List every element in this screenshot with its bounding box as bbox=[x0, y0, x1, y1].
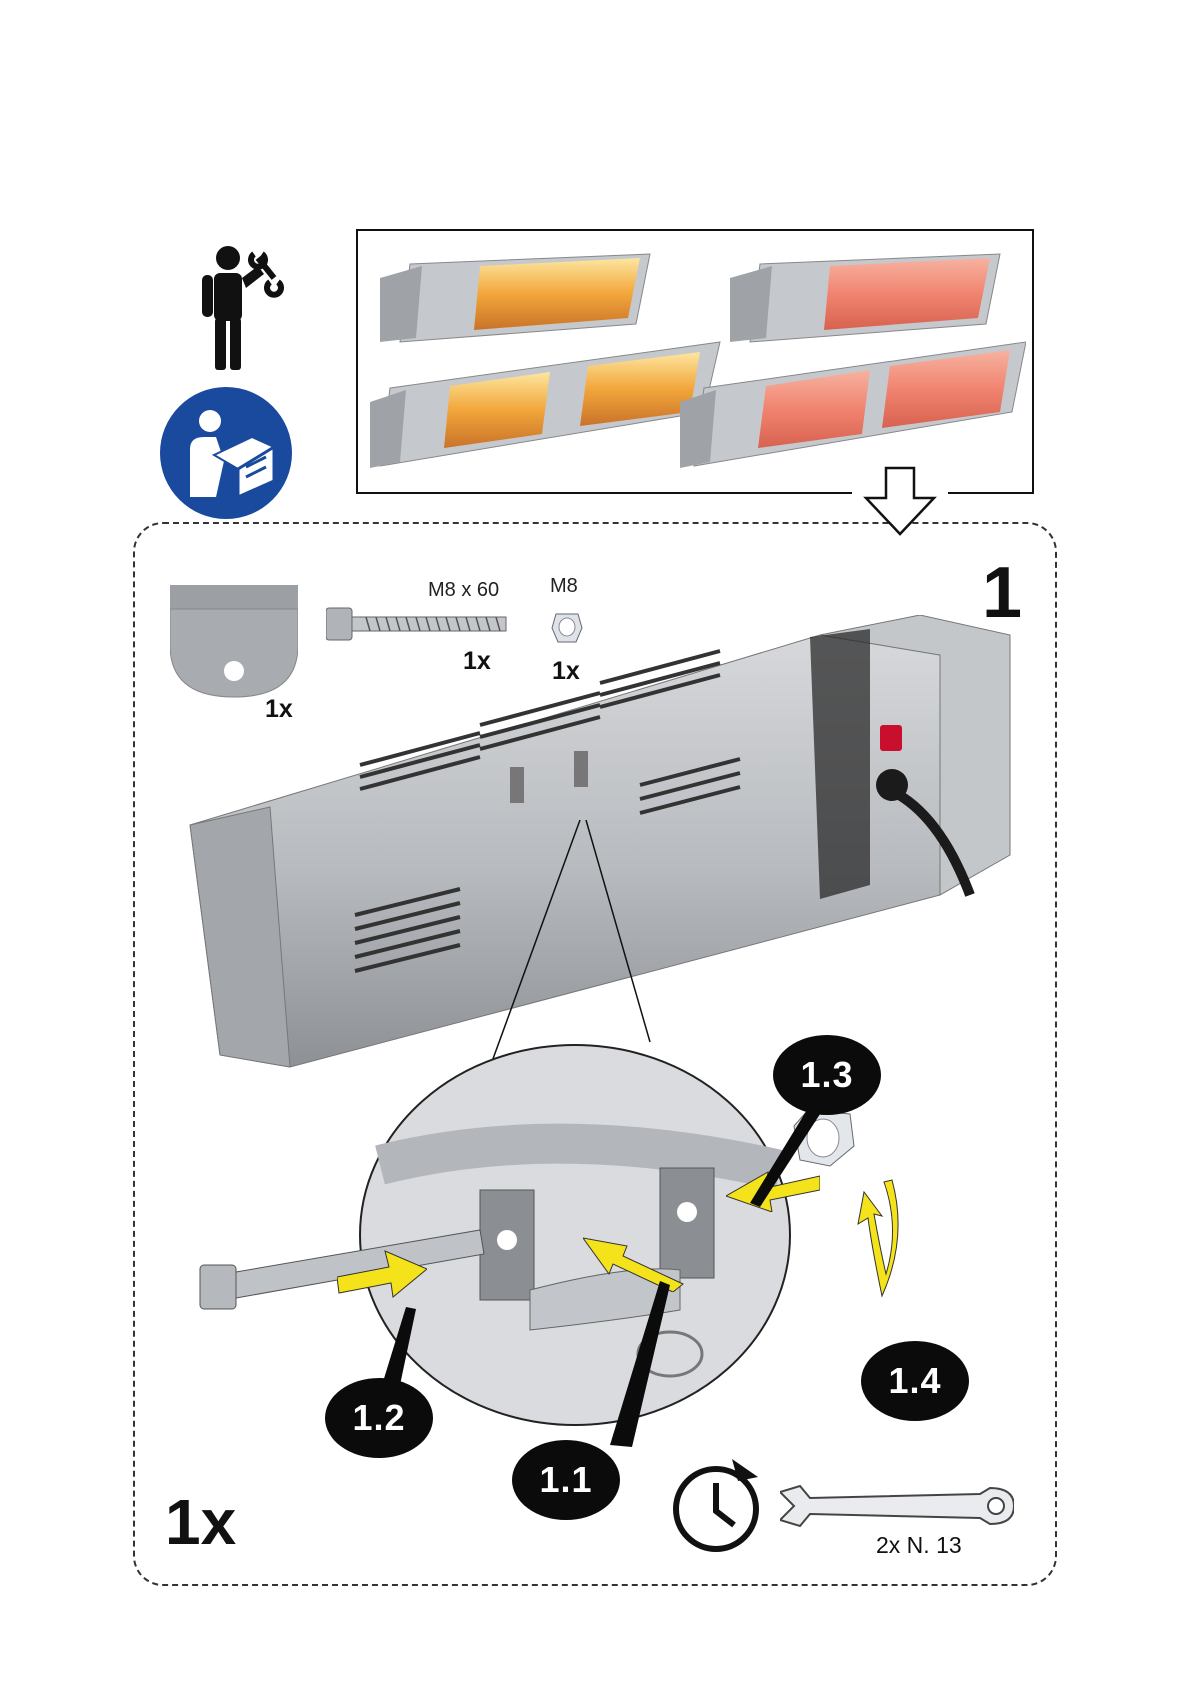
technician-icon bbox=[188, 244, 288, 372]
clock-time-icon bbox=[670, 1455, 770, 1555]
read-manual-icon bbox=[158, 385, 294, 521]
heater-red-single bbox=[730, 254, 1000, 342]
heater-models-illustration bbox=[370, 242, 1026, 486]
tighten-nut-arrow bbox=[852, 1178, 908, 1300]
callout-1-1-label: 1.1 bbox=[539, 1459, 592, 1500]
heater-gold-single bbox=[380, 254, 650, 342]
heater-gold-double bbox=[370, 342, 720, 468]
nut-size-label: M8 bbox=[550, 575, 578, 598]
callout-1-4: 1.4 bbox=[861, 1341, 969, 1421]
wrench-icon bbox=[780, 1482, 1014, 1530]
heater-red-double bbox=[680, 342, 1026, 468]
tool-label: 2x N. 13 bbox=[876, 1532, 962, 1559]
callout-1-4-label: 1.4 bbox=[888, 1360, 941, 1401]
callout-1-3-label: 1.3 bbox=[800, 1054, 853, 1095]
bolt-size-label: M8 x 60 bbox=[428, 579, 499, 602]
step-quantity: 1x bbox=[165, 1485, 236, 1559]
callout-pointers bbox=[370, 1095, 840, 1455]
down-arrow-icon bbox=[852, 466, 948, 538]
